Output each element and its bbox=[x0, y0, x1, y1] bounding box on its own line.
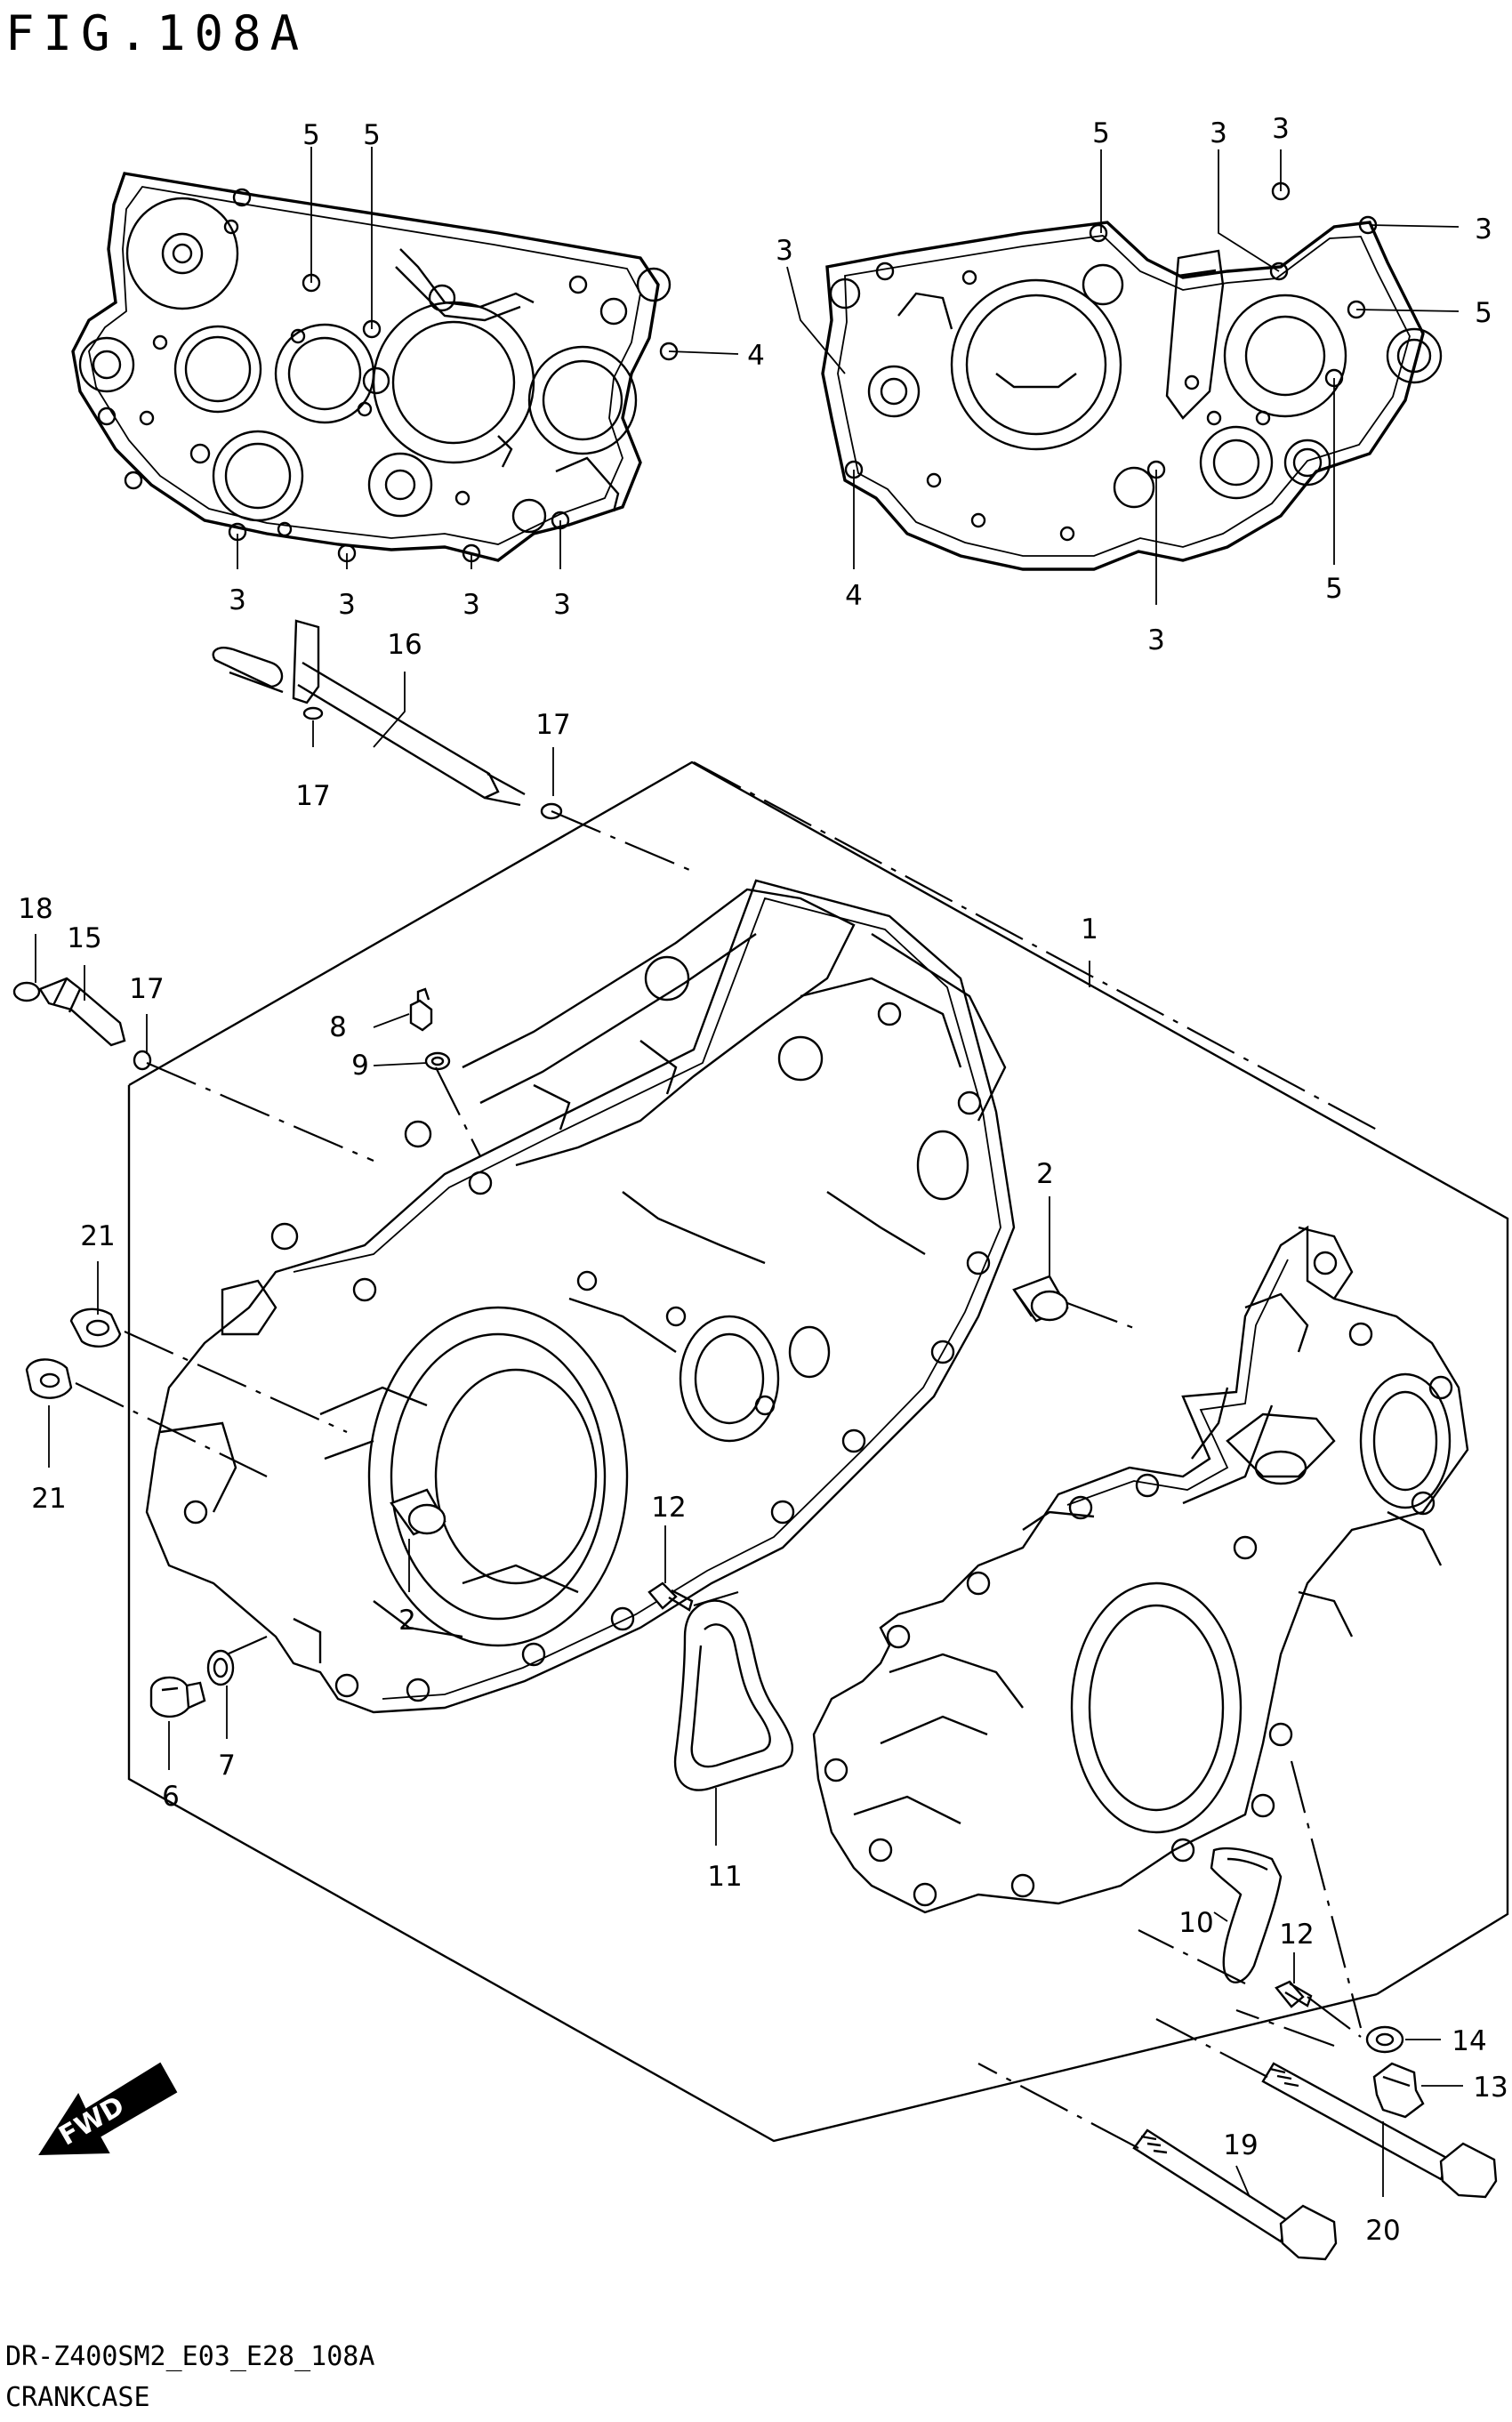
main-case-bolt-bosses bbox=[183, 1002, 991, 1702]
callout-3: 3 bbox=[462, 589, 480, 621]
part-10-gasket bbox=[1210, 1847, 1283, 1983]
callout-5: 5 bbox=[363, 119, 381, 151]
callout-17: 17 bbox=[295, 780, 330, 812]
callout-9: 9 bbox=[351, 1050, 369, 1082]
part-12-screw-upper bbox=[647, 1581, 694, 1612]
callout-leader-lines bbox=[35, 147, 1463, 2198]
callout-21: 21 bbox=[31, 1483, 66, 1515]
part-21-cap-upper bbox=[69, 1308, 122, 1348]
part-19-bolt bbox=[1132, 2128, 1338, 2261]
callout-14: 14 bbox=[1452, 2025, 1486, 2057]
callout-5: 5 bbox=[302, 119, 320, 151]
part-15-shaft-with-oring bbox=[12, 977, 152, 1071]
isometric-frame bbox=[127, 760, 1509, 2143]
figure-name: CRANKCASE bbox=[5, 2382, 150, 2413]
part-20-bolt bbox=[1261, 2062, 1498, 2199]
forward-direction-arrow: FWD bbox=[38, 2062, 178, 2156]
callout-labels: 5 5 4 3 3 3 3 3 5 3 3 3 5 4 3 5 16 17 17… bbox=[18, 113, 1508, 2247]
left-case-bolt-holes bbox=[139, 188, 679, 563]
callout-19: 19 bbox=[1223, 2129, 1258, 2161]
assembly-dash-lines bbox=[75, 809, 1363, 2149]
callout-2: 2 bbox=[1036, 1158, 1054, 1190]
callout-3: 3 bbox=[1272, 113, 1290, 145]
callout-3: 3 bbox=[1210, 117, 1227, 149]
callout-1: 1 bbox=[1081, 913, 1098, 945]
callout-13: 13 bbox=[1473, 2072, 1508, 2104]
part-2-dowel-pin-lower bbox=[390, 1488, 446, 1536]
part-21-cap-lower bbox=[25, 1358, 73, 1399]
part-11-gasket bbox=[673, 1599, 794, 1791]
callout-6: 6 bbox=[162, 1781, 180, 1813]
part-9-washer bbox=[424, 1051, 451, 1071]
part-6-drain-bolt bbox=[149, 1676, 206, 1718]
callout-3: 3 bbox=[1147, 624, 1165, 656]
part-16-oil-pipe bbox=[212, 619, 563, 820]
callout-8: 8 bbox=[329, 1011, 347, 1043]
main-crankcase-right-half bbox=[812, 1225, 1469, 1914]
callout-21: 21 bbox=[80, 1220, 115, 1252]
figure-code: DR-Z400SM2_E03_E28_108A bbox=[5, 2341, 375, 2372]
part-13-plug-bolt bbox=[1372, 2062, 1425, 2119]
callout-5: 5 bbox=[1475, 297, 1492, 329]
part-2-dowel-pin-upper bbox=[1012, 1275, 1069, 1323]
callout-3: 3 bbox=[1475, 213, 1492, 245]
callout-17: 17 bbox=[129, 973, 164, 1005]
callout-3: 3 bbox=[776, 235, 793, 267]
callout-5: 5 bbox=[1325, 573, 1343, 605]
callout-4: 4 bbox=[747, 340, 765, 372]
main-crankcase-left-half bbox=[145, 879, 1016, 1714]
callout-17: 17 bbox=[535, 709, 570, 741]
right-main-case-bolt-bosses bbox=[824, 1322, 1453, 1907]
part-12-screw-lower bbox=[1275, 1980, 1313, 2008]
callout-5: 5 bbox=[1092, 117, 1110, 149]
callout-15: 15 bbox=[67, 922, 101, 954]
callout-7: 7 bbox=[218, 1750, 236, 1782]
callout-12: 12 bbox=[1279, 1919, 1314, 1951]
part-7-washer bbox=[206, 1649, 235, 1686]
part-14-washer bbox=[1365, 2025, 1404, 2054]
callout-10: 10 bbox=[1178, 1907, 1213, 1939]
callout-16: 16 bbox=[387, 629, 422, 661]
callout-3: 3 bbox=[229, 584, 246, 616]
callout-18: 18 bbox=[18, 893, 52, 925]
part-8-oil-jet bbox=[409, 987, 433, 1032]
callout-11: 11 bbox=[707, 1861, 742, 1893]
callout-3: 3 bbox=[338, 589, 356, 621]
right-case-bolt-holes bbox=[844, 181, 1378, 542]
right-crankcase-inner-view bbox=[821, 181, 1443, 571]
callout-12: 12 bbox=[651, 1492, 686, 1524]
figure-title: FIG.108A bbox=[5, 5, 309, 61]
callout-4: 4 bbox=[845, 580, 863, 612]
left-crankcase-inner-view bbox=[71, 172, 679, 563]
callout-2: 2 bbox=[398, 1605, 416, 1637]
callout-3: 3 bbox=[553, 589, 571, 621]
callout-20: 20 bbox=[1365, 2215, 1400, 2247]
